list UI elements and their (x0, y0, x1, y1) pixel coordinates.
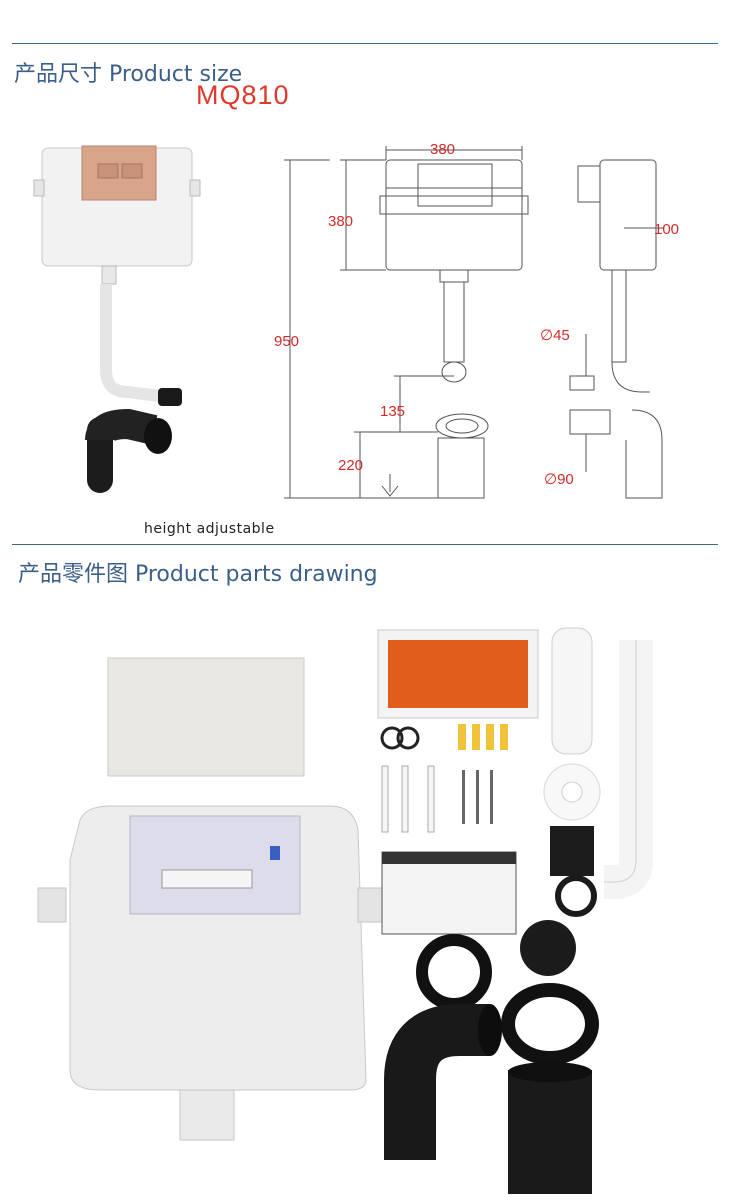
section-title-parts-drawing: 产品零件图 Product parts drawing (18, 562, 378, 587)
dim-offset-135: 135 (380, 403, 405, 420)
dim-pipe-dia-90: ∅90 (544, 471, 574, 488)
dim-tank-height-380: 380 (328, 213, 353, 230)
model-number: MQ810 (196, 80, 290, 110)
technical-drawing: 380 380 950 100 ∅45 135 220 ∅90 (274, 141, 679, 499)
dim-width-380: 380 (430, 141, 455, 158)
height-adjustable-caption: height adjustable (144, 521, 275, 537)
parts-photo (37, 627, 653, 1194)
cistern-photo (33, 145, 201, 493)
middle-rule (12, 544, 718, 545)
dim-height-220: 220 (338, 457, 363, 474)
dim-depth-100: 100 (654, 221, 679, 238)
section-title-product-size: 产品尺寸 Product size (14, 62, 243, 87)
top-rule (12, 43, 718, 44)
dim-pipe-dia-45: ∅45 (540, 327, 570, 344)
dim-total-height-950: 950 (274, 333, 299, 350)
